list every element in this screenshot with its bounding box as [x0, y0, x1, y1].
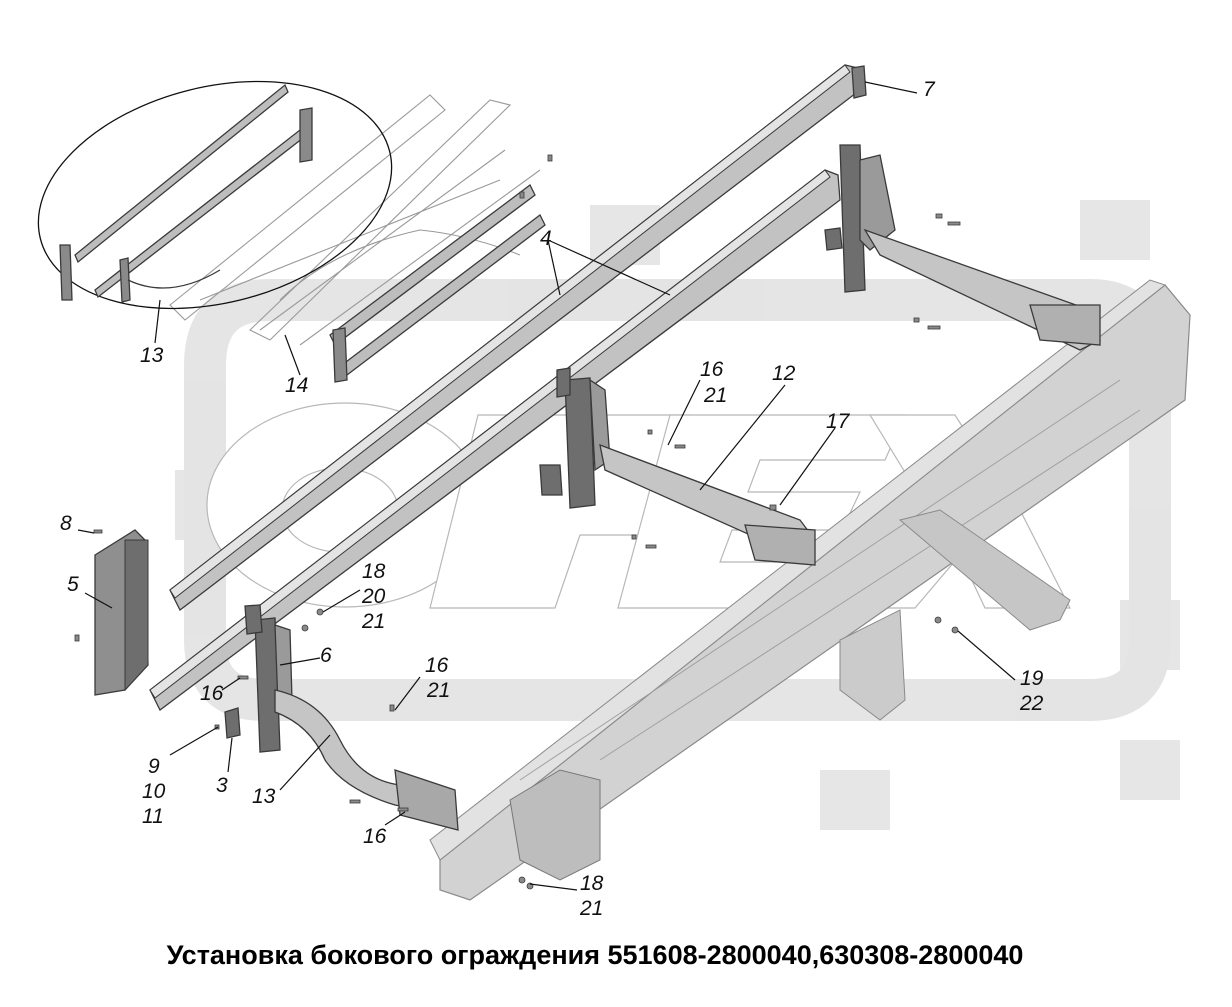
- callout-labels: 7 4 13 14 16 21 12 17 8 5 18 20 21 6 16 …: [60, 78, 1044, 920]
- callout-8: 8: [60, 512, 72, 535]
- callout-21-left: 21: [361, 610, 385, 633]
- callout-16-bottom: 16: [363, 825, 387, 848]
- callout-19: 19: [1020, 667, 1044, 690]
- leader-lines: [77, 81, 1016, 891]
- plate-part-3: [224, 707, 241, 739]
- bracket-middle-part-12: [539, 367, 816, 566]
- bracket-front-part-6: [244, 604, 459, 831]
- panel-part-5: [94, 529, 149, 696]
- callout-20: 20: [361, 585, 386, 608]
- callout-16-mid: 16: [700, 358, 724, 381]
- callout-13-top: 13: [140, 344, 164, 367]
- callout-21-bottom: 21: [579, 897, 603, 920]
- bracket-rear: [824, 144, 1101, 351]
- detail-ellipse: [37, 80, 393, 310]
- callout-7: 7: [923, 78, 936, 101]
- callout-18-bottom: 18: [580, 872, 604, 895]
- callout-16-lower: 16: [425, 654, 449, 677]
- callout-22: 22: [1019, 692, 1044, 715]
- upper-rails: [329, 184, 546, 383]
- callout-14: 14: [285, 374, 308, 397]
- callout-4: 4: [540, 227, 552, 250]
- callout-18-left: 18: [362, 560, 386, 583]
- callout-13-bottom: 13: [252, 785, 276, 808]
- callout-3: 3: [216, 774, 228, 797]
- callout-21-lower: 21: [426, 679, 450, 702]
- side-rail-upper: [169, 64, 861, 611]
- end-cap-part-7: [851, 65, 867, 99]
- callout-9: 9: [148, 755, 160, 778]
- ghost-frame-rear: [169, 94, 541, 346]
- circled-rails: [59, 83, 313, 303]
- callout-16-front: 16: [200, 682, 224, 705]
- callout-5: 5: [67, 573, 79, 596]
- callout-12: 12: [772, 362, 796, 385]
- callout-10: 10: [142, 780, 166, 803]
- callout-11: 11: [142, 805, 164, 828]
- diagram-caption: Установка бокового ограждения 551608-280…: [166, 940, 1024, 970]
- fasteners: [74, 154, 961, 890]
- callout-17: 17: [826, 410, 851, 433]
- side-rail-lower: [149, 169, 841, 711]
- callout-21-mid: 21: [703, 384, 727, 407]
- chassis-frame: [429, 279, 1191, 901]
- callout-6: 6: [320, 644, 332, 667]
